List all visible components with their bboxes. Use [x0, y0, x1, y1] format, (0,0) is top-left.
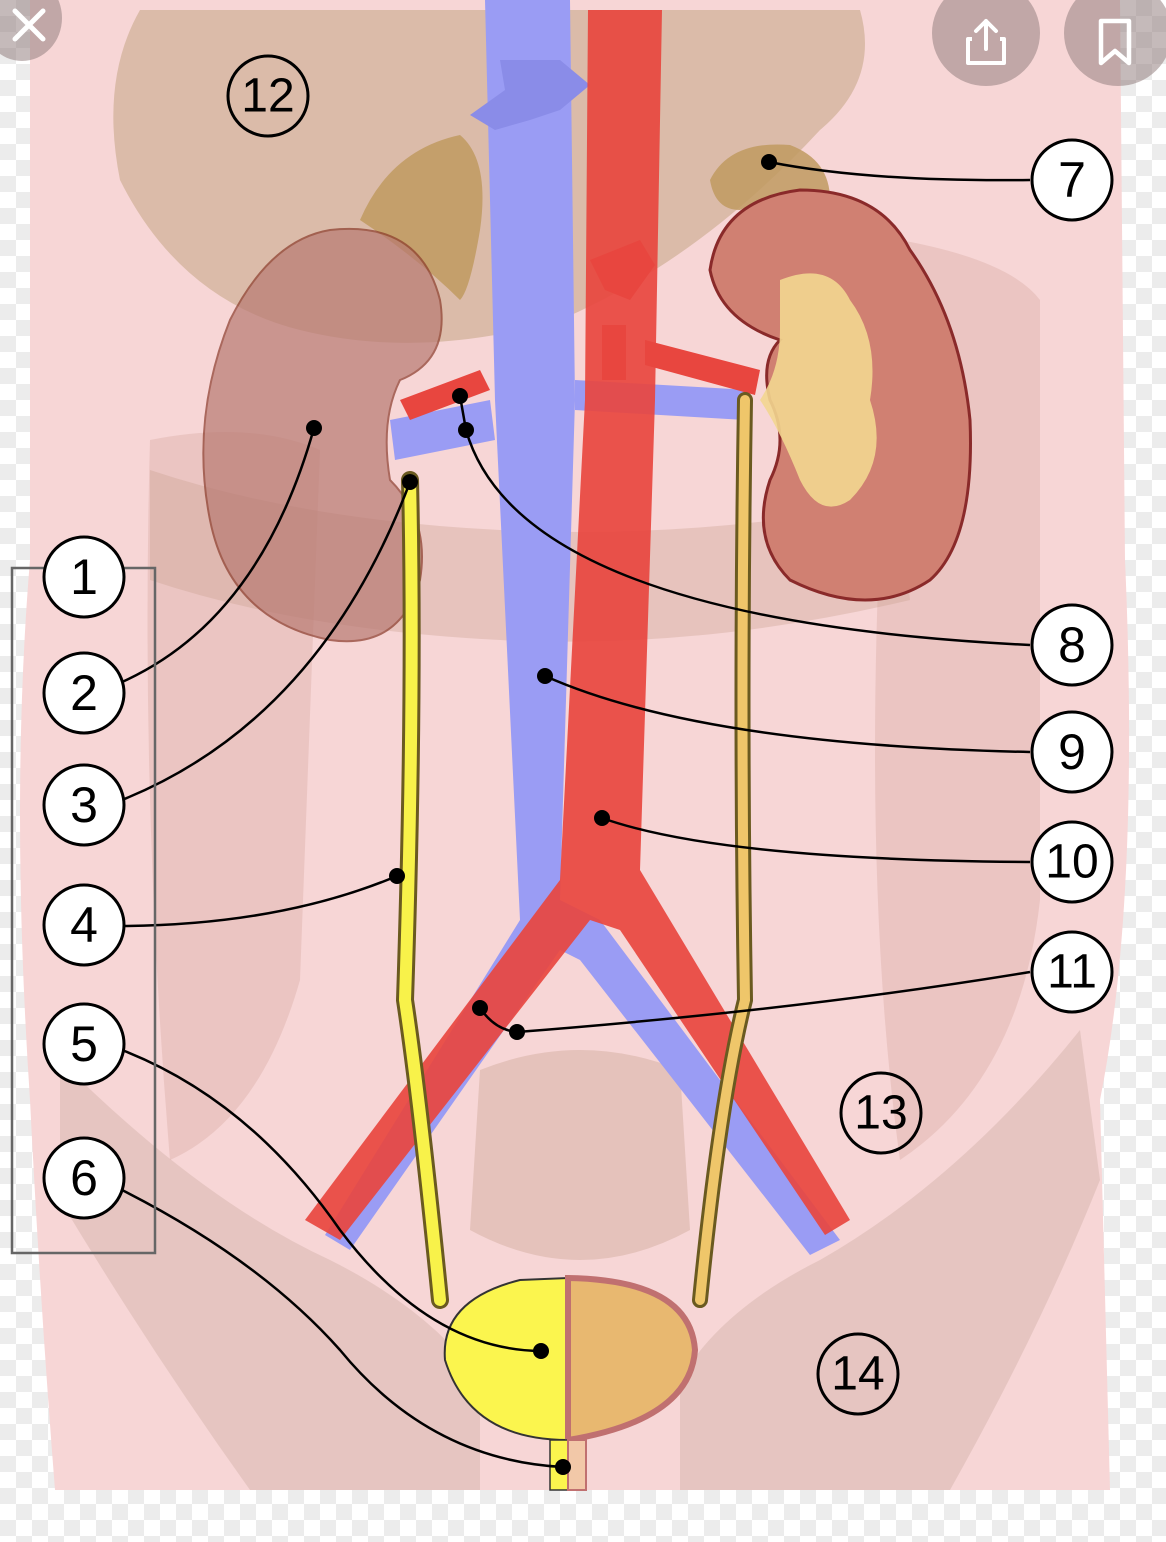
- left-ureter-fill: [398, 474, 446, 1306]
- label-4: 4: [42, 883, 126, 967]
- label-8: 8: [1030, 603, 1114, 687]
- svg-text:10: 10: [1045, 836, 1098, 889]
- svg-text:2: 2: [70, 665, 98, 721]
- svg-text:6: 6: [70, 1150, 98, 1206]
- label-9: 9: [1030, 710, 1114, 794]
- label-3: 3: [42, 763, 126, 847]
- svg-text:13: 13: [854, 1087, 907, 1140]
- left-adrenal-gland: [360, 135, 483, 300]
- svg-text:4: 4: [70, 897, 98, 953]
- label-10: 10: [1030, 820, 1114, 904]
- label-13: 13: [839, 1071, 923, 1155]
- svg-text:12: 12: [241, 70, 294, 123]
- svg-text:11: 11: [1047, 946, 1097, 999]
- svg-text:9: 9: [1058, 724, 1086, 780]
- label-5: 5: [42, 1002, 126, 1086]
- label-1: 1: [42, 535, 126, 619]
- right-ureter-fill: [695, 395, 751, 1305]
- bladder-left-half: [443, 1276, 569, 1442]
- svg-text:3: 3: [70, 777, 98, 833]
- share-button[interactable]: [932, 0, 1040, 86]
- aorta: [305, 10, 850, 1240]
- renal-pelvis: [760, 273, 877, 507]
- leader-dots: [306, 154, 777, 1475]
- bookmark-icon: [1098, 18, 1132, 66]
- close-icon: [12, 8, 46, 42]
- bookmark-button[interactable]: [1064, 0, 1166, 86]
- pelvis-bone: [60, 1060, 480, 1490]
- svg-text:7: 7: [1058, 152, 1086, 208]
- sacrum: [470, 1050, 690, 1260]
- mesenteric-artery: [602, 325, 626, 380]
- label-2: 2: [42, 651, 126, 735]
- bladder-right-half: [565, 1274, 699, 1444]
- label-11: 11: [1030, 930, 1114, 1014]
- svg-text:8: 8: [1058, 617, 1086, 673]
- renal-artery-right: [645, 340, 760, 395]
- share-icon: [966, 19, 1006, 65]
- renal-artery-left: [400, 370, 490, 420]
- label-14: 14: [816, 1332, 900, 1416]
- pelvis-bone-right: [680, 1030, 1100, 1490]
- label-7: 7: [1030, 138, 1114, 222]
- label-12: 12: [226, 54, 310, 138]
- svg-text:14: 14: [831, 1348, 884, 1401]
- svg-text:5: 5: [70, 1016, 98, 1072]
- svg-text:1: 1: [70, 549, 98, 605]
- hepatic-vein: [470, 60, 590, 130]
- label-circles: 1 2 3 4 5 6 7 8: [42, 54, 1114, 1416]
- label-6: 6: [42, 1136, 126, 1220]
- celiac-trunk: [590, 240, 655, 300]
